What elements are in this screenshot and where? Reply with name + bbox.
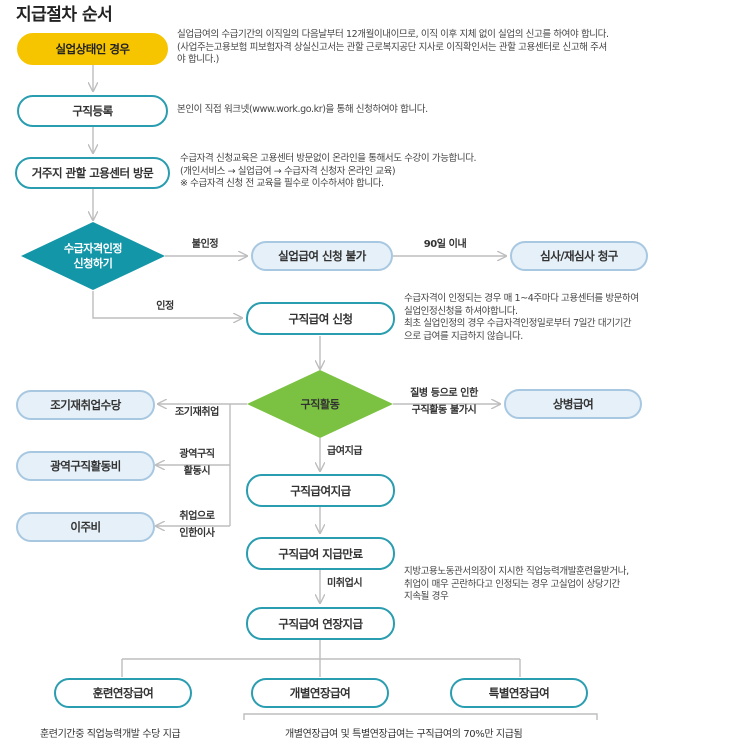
individual-ext-node: 개별연장급여 (251, 678, 389, 708)
training-ext-node: 훈련연장급여 (54, 678, 192, 708)
job-benefit-end-description: 지방고용노동관서의장이 지시한 직업능력개발훈련을받거나, 취업이 매우 곤란하… (404, 566, 629, 602)
sickness-node: 상병급여 (504, 389, 642, 419)
unemployed-node: 실업상태인 경우 (17, 33, 168, 65)
job-search-diamond (247, 370, 393, 438)
job-register-description: 본인이 직접 워크넷(www.work.go.kr)을 통해 신청하여야 합니다… (177, 104, 428, 115)
page-title: 지급절차 순서 (16, 5, 113, 25)
visit-center-description: 수급자격 신청교육은 고용센터 방문없이 온라인을 통해서도 수강이 가능합니다… (180, 153, 477, 189)
within-90-label: 90일 이내 (423, 239, 467, 250)
unemployed-description: 실업급여의 수급기간의 이직일의 다음날부터 12개월이내이므로, 이직 이후 … (177, 29, 609, 65)
not-recognized-label: 불인정 (191, 239, 219, 250)
wide-area-node: 광역구직활동비 (16, 451, 155, 481)
job-search-text: 구직활동 (300, 398, 340, 411)
wide-area-label: 광역구직 활동시 (179, 449, 215, 477)
review-node: 심사/재심사 청구 (510, 241, 648, 271)
eligibility-text: 수급자격인정 신청하기 (63, 242, 123, 270)
sickness-label: 질병 등으로 인한 구직활동 불가시 (410, 388, 478, 416)
not-employed-label: 미취업시 (327, 578, 363, 589)
benefit-pay-label: 급여지급 (327, 446, 363, 457)
recognized-label: 인정 (156, 301, 174, 312)
job-benefit-apply-node: 구직급여 신청 (246, 302, 395, 335)
special-ext-node: 특별연장급여 (450, 678, 588, 708)
training-footnote: 훈련기간중 직업능력개발 수당 지급 (40, 729, 181, 740)
extension-footnote: 개별연장급여 및 특별연장급여는 구직급여의 70%만 지급됨 (285, 729, 523, 740)
job-benefit-pay-node: 구직급여지급 (246, 474, 395, 507)
early-reemployment-node: 조기재취업수당 (16, 390, 155, 420)
visit-center-node: 거주지 관할 고용센터 방문 (15, 157, 170, 189)
not-eligible-node: 실업급여 신청 불가 (251, 241, 393, 271)
job-benefit-extend-node: 구직급여 연장지급 (246, 607, 395, 640)
relocation-node: 이주비 (16, 512, 155, 542)
job-benefit-end-node: 구직급여 지급만료 (246, 537, 395, 570)
job-benefit-apply-description: 수급자격이 인정되는 경우 매 1~4주마다 고용센터를 방문하여 실업인정신청… (404, 293, 639, 342)
job-register-node: 구직등록 (17, 95, 168, 127)
eligibility-diamond (21, 222, 165, 290)
early-reemployment-label: 조기재취업 (174, 407, 219, 418)
relocation-label: 취업으로 인한이사 (179, 511, 215, 539)
